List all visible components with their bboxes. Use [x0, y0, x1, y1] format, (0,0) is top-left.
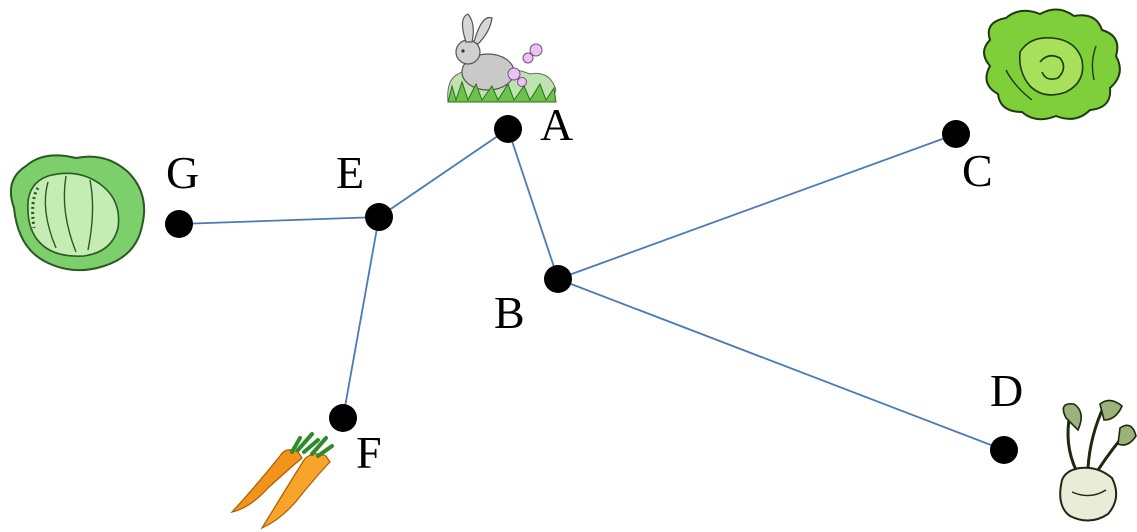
carrot-icon: [230, 432, 334, 530]
edge-b-c: [557, 133, 957, 280]
edges: [178, 128, 1005, 451]
edge-g-e: [178, 216, 380, 225]
node-label-f: F: [356, 427, 382, 478]
node-label-b: B: [494, 287, 525, 338]
nodes: [165, 115, 1018, 464]
node-label-g: G: [166, 147, 199, 198]
node-c: [942, 120, 970, 148]
node-label-d: D: [990, 365, 1023, 416]
node-label-a: A: [540, 99, 573, 150]
kohlrabi-icon: [1059, 399, 1137, 522]
edge-e-f: [342, 216, 380, 419]
edge-b-d: [557, 278, 1005, 451]
node-e: [365, 203, 393, 231]
node-g: [165, 210, 193, 238]
labels: A B C D E F G: [166, 99, 1023, 478]
node-label-e: E: [336, 147, 364, 198]
node-f: [329, 404, 357, 432]
node-a: [494, 115, 522, 143]
edge-e-a: [378, 128, 509, 218]
edge-a-b: [507, 128, 559, 280]
node-label-c: C: [962, 145, 993, 196]
lettuce-icon: [983, 8, 1121, 121]
cabbage-icon: [10, 154, 146, 272]
node-b: [544, 265, 572, 293]
node-d: [990, 436, 1018, 464]
rabbit-icon: [447, 13, 557, 103]
